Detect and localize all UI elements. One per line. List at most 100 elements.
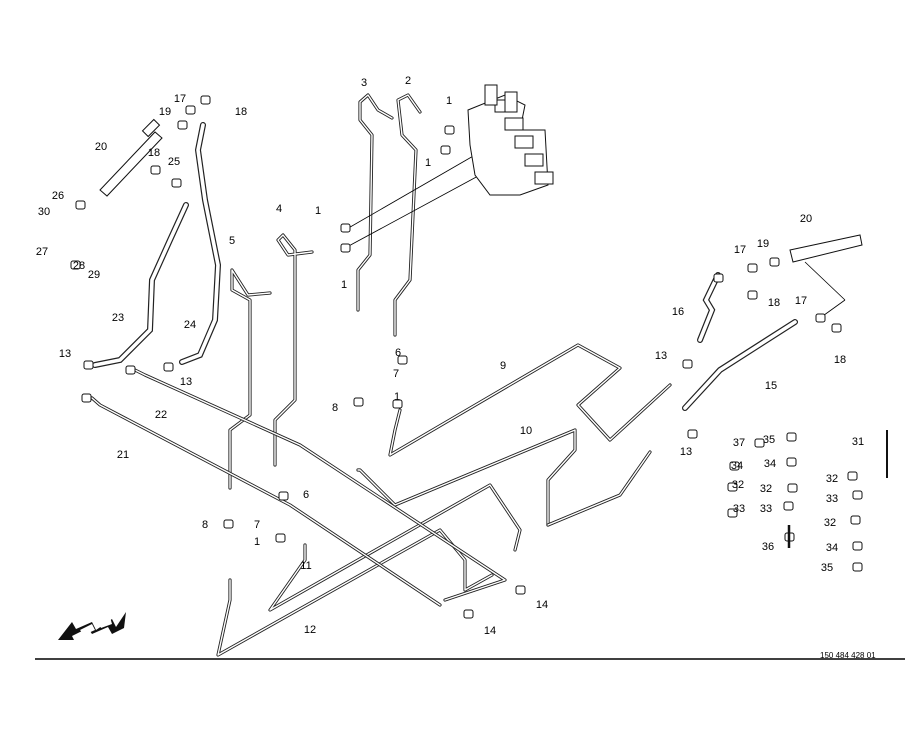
callout-label: 18 [834,354,846,366]
callout-label: 5 [229,235,235,247]
fitting [353,397,364,407]
fitting [150,165,161,175]
fitting [70,260,81,270]
callout-label: 1 [254,536,260,548]
callout-label: 18 [768,297,780,309]
callout-label: 8 [202,519,208,531]
fitting [200,95,211,105]
callout-label: 18 [148,147,160,159]
callout-label: 7 [254,519,260,531]
fitting [515,585,526,595]
callout-label: 1 [425,157,431,169]
callout-label: 6 [395,347,401,359]
fitting [852,562,863,572]
fitting [754,438,765,448]
fitting [177,120,188,130]
callout-label: 14 [484,625,496,637]
fitting [463,609,474,619]
callout-label: 15 [765,380,777,392]
fitting [727,482,738,492]
callout-label: 13 [680,446,692,458]
fitting [81,393,92,403]
callout-label: 8 [332,402,338,414]
callout-label: 37 [733,437,745,449]
fitting [223,519,234,529]
rigid-pipe [388,343,672,457]
control-valve-block [467,84,554,196]
callout-label: 25 [168,156,180,168]
parts-layer [70,84,888,619]
callout-label: 32 [826,473,838,485]
fitting [727,508,738,518]
callout-label: 1 [341,279,347,291]
callout-label: 23 [112,312,124,324]
fitting [786,432,797,442]
fitting [747,290,758,300]
callout-label: 18 [235,106,247,118]
callout-label: 24 [184,319,196,331]
fitting [831,323,842,333]
rigid-pipe [273,233,314,467]
fitting [440,145,451,155]
callout-label: 20 [95,141,107,153]
fitting [444,125,455,135]
callout-label: 34 [731,460,743,472]
fitting [340,223,351,233]
rigid-pipe [393,93,422,337]
hydraulic-cylinder-left [99,118,163,197]
fitting [392,399,403,409]
callout-label: 33 [733,503,745,515]
callout-label: 21 [117,449,129,461]
callout-label: 31 [852,436,864,448]
callout-label: 32 [824,517,836,529]
callout-label: 1 [446,95,452,107]
callout-label: 17 [795,295,807,307]
callout-label: 13 [59,348,71,360]
callout-label: 4 [276,203,282,215]
callout-label: 28 [73,260,85,272]
rigid-pipe [356,93,394,312]
hydraulic-cylinder-right [789,234,863,319]
fitting [847,471,858,481]
callout-label: 30 [38,206,50,218]
callout-label: 13 [180,376,192,388]
fitting [185,105,196,115]
fitting [397,355,408,365]
fitting [747,263,758,273]
fitting [75,200,86,210]
callout-label: 3 [361,77,367,89]
callout-label: 13 [655,350,667,362]
fitting [787,483,798,493]
callout-label: 29 [88,269,100,281]
fitting [687,429,698,439]
callout-label: 26 [52,190,64,202]
callout-label: 2 [405,75,411,87]
fitting [729,461,740,471]
fitting [850,515,861,525]
rigid-pipe [133,368,507,602]
callout-label: 7 [393,368,399,380]
callout-label: 12 [304,624,316,636]
fitting [275,533,286,543]
callout-label: 11 [300,560,311,572]
fitting [852,490,863,500]
callout-label: 6 [303,489,309,501]
callout-label: 9 [500,360,506,372]
callout-label: 27 [36,246,48,258]
callout-label: 1 [394,391,400,403]
callout-label: 36 [762,541,774,553]
callout-label: 33 [826,493,838,505]
callout-label: 34 [764,458,776,470]
callout-label: 35 [763,434,775,446]
fitting [125,365,136,375]
fitting [171,178,182,188]
callout-label: 17 [734,244,746,256]
pipes-layer [90,93,798,657]
assembly-line [344,174,481,249]
callout-label: 19 [159,106,171,118]
fitting [278,491,289,501]
fitting [340,243,351,253]
callout-label: 35 [821,562,833,574]
